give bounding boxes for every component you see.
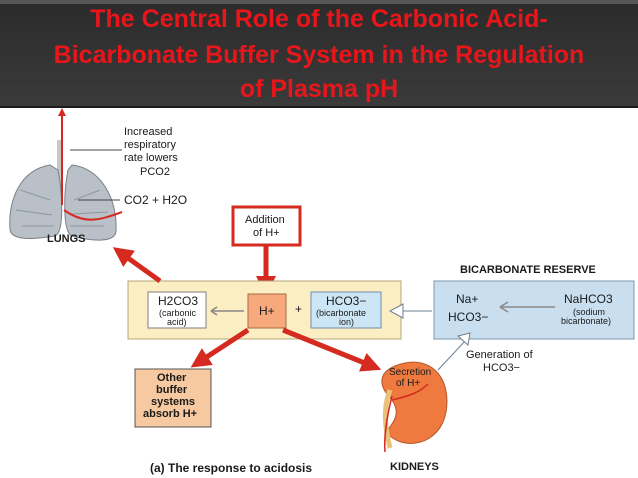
reserve-nahco3-name-line-1: (sodium [573,307,606,317]
slide-title-line-1: The Central Role of the Carbonic Acid- [90,5,548,33]
to-lungs-arrow [112,247,162,284]
reserve-nahco3: NaHCO3 [564,292,613,306]
h2co3-formula: H2CO3 [158,294,199,308]
bicarbonate-reserve-box [433,280,635,340]
plus-sign: + [295,302,303,316]
generation-line-1: Generation of [466,349,533,361]
buffer-diagram [9,108,635,453]
slide-title-line-2: Bicarbonate Buffer System in the Regulat… [53,41,585,69]
hco3-name-line-1: (bicarbonate [316,308,367,318]
secretion-line-1: Secretion [389,367,432,378]
to-kidneys-arrow [282,327,382,372]
reserve-hco3: HCO3− [448,310,489,324]
lungs-note-line-3: rate lowers [124,152,178,164]
addition-line-2: of H+ [253,227,280,239]
lungs-note-line-2: respiratory [124,139,176,151]
title-bar-stripe [0,0,638,4]
slide-title-line-3: of Plasma pH [239,75,399,103]
reserve-na: Na+ [456,292,479,306]
hco3-box [310,291,382,329]
other-buffers-line-2: buffer [156,384,188,396]
h2co3-name-line-2: acid) [167,317,187,327]
title-bar: The Central Role of the Carbonic Acid- B… [0,0,638,108]
generation-arrow [456,332,471,346]
hco3-name-line-2: ion) [339,317,355,327]
secretion-line-2: of H+ [396,378,421,389]
lungs-note-line-1: Increased [124,126,173,138]
reserve-title: BICARBONATE RESERVE [460,264,596,276]
reserve-to-buffer-arrow [388,303,404,319]
addition-line-1: Addition [245,214,285,226]
other-buffers-line-3: systems [151,396,196,408]
lungs-reaction: CO2 + H2O [124,193,188,207]
h-plus-box [247,293,287,329]
other-buffers-line-4: absorb H+ [143,408,198,420]
lungs-label: LUNGS [47,233,86,245]
h-plus-label: H+ [259,304,275,318]
other-buffers-box [134,368,212,428]
kidneys-label: KIDNEYS [390,461,439,473]
generation-line-2: HCO3− [483,362,520,374]
lungs-note-pco2: PCO2 [140,166,170,178]
figure-caption: (a) The response to acidosis [150,461,313,475]
addition-box [231,205,302,247]
hco3-formula: HCO3− [326,294,367,308]
h2co3-name-line-1: (carbonic [159,308,197,318]
lungs-illustration [9,108,123,241]
to-other-buffers-arrow [190,327,250,368]
reserve-nahco3-name-line-2: bicarbonate) [561,316,612,326]
other-buffers-line-1: Other [157,372,187,384]
h2co3-box [147,291,207,329]
kidney-illustration [381,361,448,453]
